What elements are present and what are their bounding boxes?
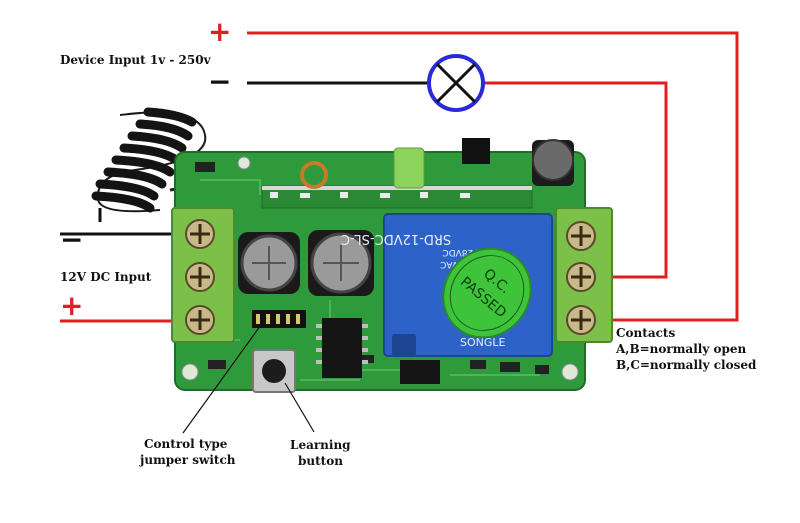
button-pointer-line: [284, 382, 315, 433]
contacts-terminal-block: [555, 207, 613, 343]
device-positive-wire: [247, 31, 739, 322]
control-type-label-2: jumper switch: [140, 453, 236, 467]
terminal-screw: [566, 221, 596, 251]
relay-model-label: SRD-12VDC-SL-C: [341, 231, 451, 246]
contacts-bc-label: B,C=normally closed: [616, 358, 757, 372]
learning-label-2: button: [298, 454, 343, 468]
control-type-jumper[interactable]: [252, 310, 306, 328]
dc-minus-sign: −: [60, 223, 84, 256]
rf-receiver-module: [261, 138, 574, 209]
learning-label-1: Learning: [290, 438, 351, 452]
device-minus-sign: −: [208, 65, 232, 98]
terminal-screw: [185, 305, 215, 335]
electrolytic-capacitor: [238, 232, 300, 294]
terminal-screw: [185, 262, 215, 292]
terminal-screw: [566, 262, 596, 292]
lamp-return-wire: [484, 81, 668, 279]
contacts-ab-label: A,B=normally open: [616, 342, 747, 356]
wires: [60, 31, 739, 323]
antenna-coil: [91, 107, 239, 222]
device-plus-sign: +: [208, 15, 232, 48]
learning-button[interactable]: [252, 349, 296, 393]
control-type-label-1: Control type: [144, 437, 228, 451]
dc-input-label: 12V DC Input: [60, 270, 152, 284]
terminal-screw: [185, 219, 215, 249]
relay-brand: SONGLE: [460, 336, 506, 349]
electrolytic-capacitor: [308, 230, 374, 296]
qc-passed-sticker: Q.C. PASSED: [442, 247, 532, 339]
device-input-label: Device Input 1v - 250v: [60, 53, 211, 67]
jumper-pointer-line: [182, 317, 267, 434]
dc-plus-sign: +: [60, 289, 84, 322]
relay-rating-2: 10A 28VDC: [442, 247, 493, 257]
contacts-title: Contacts: [616, 326, 676, 340]
lamp-symbol: [427, 54, 485, 112]
dc-input-terminal-block: [171, 207, 235, 343]
terminal-screw: [566, 305, 596, 335]
